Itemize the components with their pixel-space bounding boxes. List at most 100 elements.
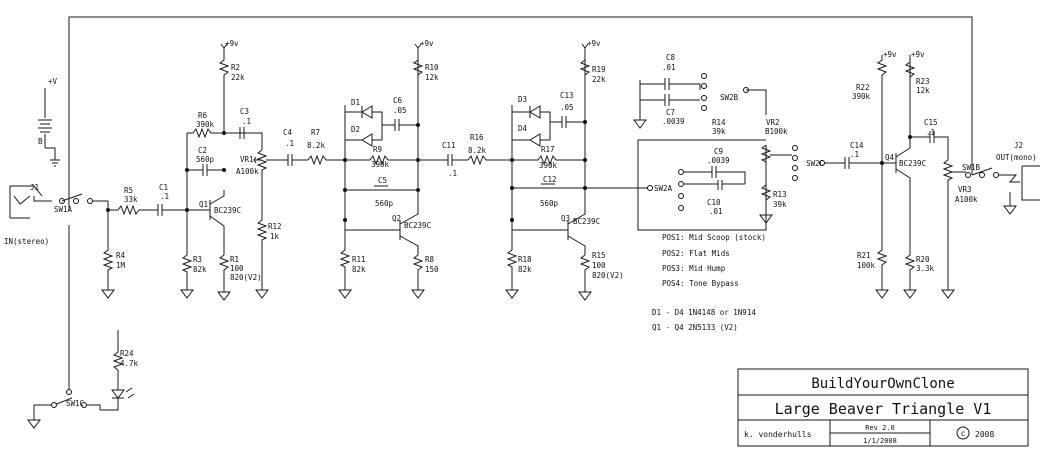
note-pos2: POS2: Flat Mids [662,249,730,258]
input-jack-j1 [9,185,52,219]
sw1b-label: SW1B [962,163,981,172]
vr1-value: A100k [236,167,259,176]
q3-type: BC239C [573,217,600,226]
bypass-wire [68,16,973,201]
c2-value: 560p [196,155,215,164]
c13-value: .05 [560,103,574,112]
title-block [737,368,1029,447]
r15-value: 100 [592,261,606,270]
r23-label: R23 [916,77,930,86]
c8-label: C8 [666,53,676,62]
j2-label: J2 [1014,141,1023,150]
r10-value: 12k [425,73,439,82]
r15-label: R15 [592,251,606,260]
r18-label: R18 [518,255,532,264]
r5-value: 33k [124,195,138,204]
sw1c-label: SW1C [66,399,84,408]
v9-label-2: +9v [420,39,434,48]
r11-value: 82k [352,265,366,274]
r6-label: R6 [198,111,208,120]
c14-label: C14 [850,141,864,150]
c1-label: C1 [159,183,168,192]
title-rev: Rev 2.0 [865,424,895,432]
c1-value: .1 [160,192,169,201]
q3-label: Q3 [561,214,570,223]
d1-label: D1 [351,98,360,107]
c8-value: .01 [662,63,676,72]
r24-value: 4.7k [120,359,139,368]
vplus-label: +V [48,77,58,86]
sw1a-label: SW1A [54,205,73,214]
r4-value: 1M [116,261,126,270]
note-pos3: POS3: Mid Hump [662,264,726,273]
sw2b-label: SW2B [720,93,739,102]
r14-value: 39k [712,127,726,136]
c9-label: C9 [714,147,723,156]
v9-label-1: +9v [225,39,239,48]
note-transistors: Q1 - Q4 2N5133 (V2) [652,323,738,332]
r10-label: R10 [425,63,439,72]
r19-label: R19 [592,65,606,74]
q4-label: Q4 [885,153,895,162]
c10-label: C10 [707,198,721,207]
r8-value: 150 [425,265,439,274]
c15-value: .1 [926,128,935,137]
r17-value: 390k [539,161,558,170]
r1-label: R1 [230,255,239,264]
c5-label: C5 [378,176,387,185]
r24-label: R24 [120,349,134,358]
d3-label: D3 [518,95,527,104]
r16-value: 8.2k [468,146,487,155]
r1-value: 100 [230,264,244,273]
r12-label: R12 [268,222,282,231]
title-site: BuildYourOwnClone [811,376,954,392]
title-year: 2008 [975,430,994,439]
c11-label: C11 [442,141,456,150]
v9-label-4: +9v [883,50,897,59]
c6-value: .05 [393,106,407,115]
vr3-value: A100k [955,195,978,204]
v9-label-3: +9v [587,39,601,48]
v9-label-5: +9v [911,50,925,59]
copyright-symbol: c [961,429,966,438]
c5-value: 560p [375,199,394,208]
c15-label: C15 [924,118,938,127]
c14-value: .1 [850,150,859,159]
r1-value2: 820(V2) [230,273,262,282]
r19-value: 22k [592,75,606,84]
c10-value: .01 [709,207,723,216]
vr3-label: VR3 [958,185,972,194]
r7-label: R7 [311,128,320,137]
r3-value: 82k [193,265,207,274]
c12-label: C12 [543,175,557,184]
battery-label: B [38,137,43,146]
c7-value: .0039 [662,117,685,126]
r16-label: R16 [470,133,484,142]
vr2-value: B100k [765,127,788,136]
r14-label: R14 [712,118,726,127]
sw2a-label: SW2A [654,184,673,193]
title-date: 1/1/2008 [863,437,897,445]
input-label: IN(stereo) [4,237,49,246]
r9-label: R9 [373,145,382,154]
c3-value: .1 [242,117,251,126]
r3-label: R3 [193,255,202,264]
c13-label: C13 [560,91,574,100]
title-author: k. vonderhulls [744,430,812,439]
q1-type: BC239C [214,206,241,215]
r6-value: 390k [196,120,215,129]
c6-label: C6 [393,96,403,105]
r20-label: R20 [916,255,930,264]
vr1-label: VR1 [240,155,254,164]
r12-value: 1k [270,232,280,241]
c9-value: .0039 [707,156,730,165]
q2-type: BC239C [404,221,431,230]
r4-label: R4 [116,251,126,260]
r21-label: R21 [857,251,871,260]
q1-label: Q1 [199,200,208,209]
r21-value: 100k [857,261,876,270]
c12-value: 560p [540,199,559,208]
c4-value: .1 [285,139,294,148]
